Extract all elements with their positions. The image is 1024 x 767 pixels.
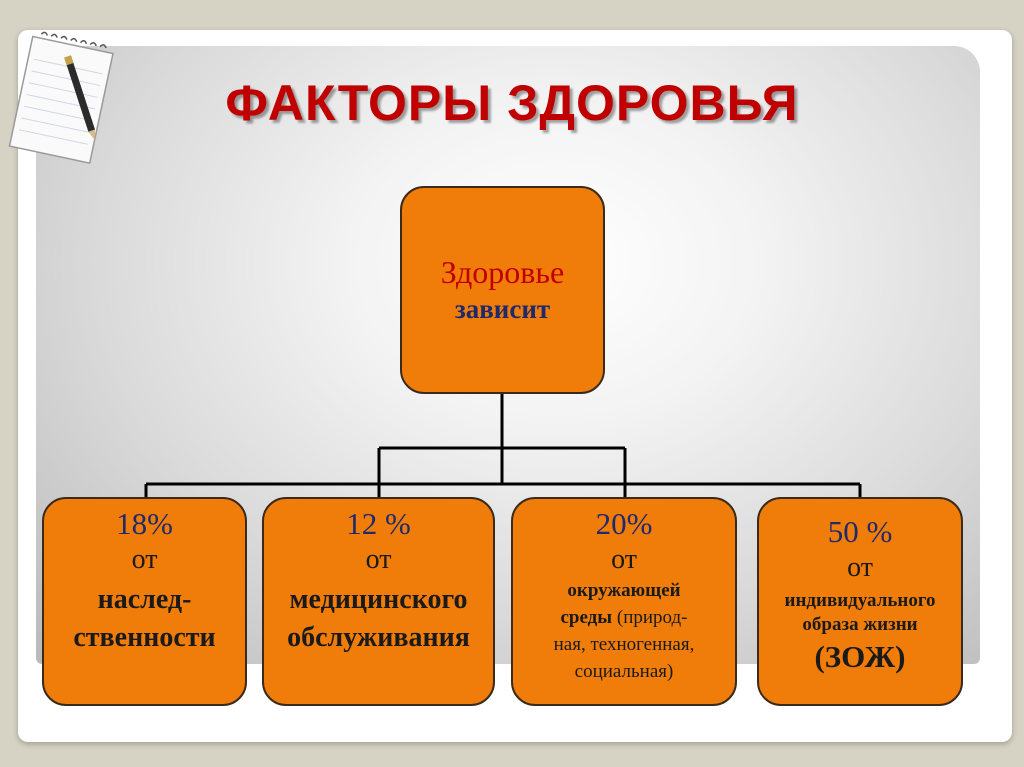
- factor-abbreviation: (ЗОЖ): [814, 639, 906, 674]
- factor-description-line: индивидуального: [784, 590, 936, 611]
- factor-description-line: ная, техногенная,: [553, 634, 695, 655]
- factor-description-text: (природ-: [616, 607, 688, 628]
- factor-box-medical-care: 12 % от медицинского обслуживания: [262, 497, 495, 706]
- factor-description-line: ственности: [73, 622, 216, 653]
- factor-description-line: социальная): [574, 661, 674, 682]
- factor-percent: 18%: [116, 506, 173, 541]
- factor-connector: от: [365, 544, 392, 575]
- factor-description-line: окружающей: [567, 577, 680, 604]
- factor-box-lifestyle: 50 % от индивидуального образа жизни (ЗО…: [757, 497, 963, 706]
- root-label-depends: зависит: [454, 294, 551, 324]
- factor-percent: 12 %: [346, 506, 411, 541]
- factor-connector: от: [611, 544, 637, 575]
- factor-description-line: среды (природ-: [560, 604, 687, 631]
- factor-connector: от: [847, 552, 873, 583]
- factor-percent: 50 %: [827, 514, 893, 549]
- factor-connector: от: [131, 544, 158, 575]
- factor-percent: 20%: [595, 506, 653, 541]
- slide-title: ФАКТОРЫ ЗДОРОВЬЯ: [225, 75, 799, 131]
- factor-description-line: наслед-: [97, 584, 192, 615]
- root-box-health-depends: Здоровье зависит: [400, 186, 605, 394]
- notepad-with-pencil-icon: [8, 31, 114, 165]
- factor-description-bold: среды: [560, 607, 613, 628]
- factor-description-line: образа жизни: [802, 614, 918, 635]
- factor-description-line: медицинского: [289, 584, 468, 615]
- factor-description-bold: окружающей: [567, 580, 681, 601]
- root-label-health: Здоровье: [440, 254, 565, 290]
- factor-description-line: обслуживания: [287, 622, 470, 653]
- factor-box-heredity: 18% от наслед- ственности: [42, 497, 247, 706]
- factor-box-environment: 20% от окружающей среды (природ- ная, те…: [511, 497, 737, 706]
